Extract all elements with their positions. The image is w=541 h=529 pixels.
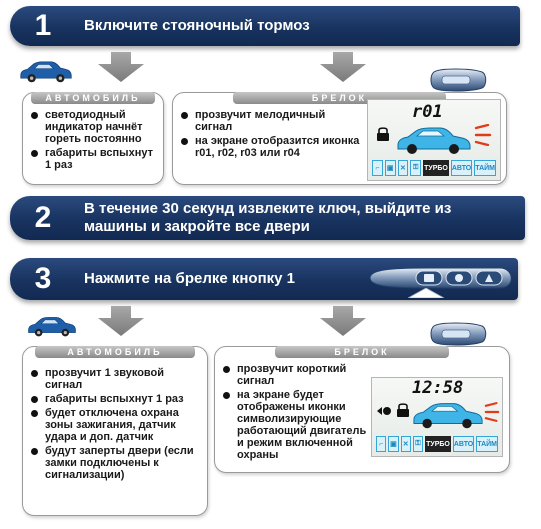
step-2-banner: 2 В течение 30 секунд извлеките ключ, вы…: [10, 196, 525, 240]
car-icon: [28, 317, 76, 337]
list-item: на экране отобразится иконка r01, r02, r…: [179, 135, 364, 159]
list-item: будет отключена охрана зоны зажигания, д…: [29, 407, 201, 443]
list-item: прозвучит 1 звуковой сигнал: [29, 367, 201, 391]
mute-icon: ✕: [400, 436, 411, 452]
fob-status-list: прозвучит короткий сигнал на экране буде…: [221, 363, 367, 463]
car-panel-1: АВТОМОБИЛЬ светодиодный индикатор начнёт…: [22, 92, 164, 185]
turbo-icon: ТУРБО: [425, 436, 451, 452]
fob-panel-3: БРЕЛОК прозвучит короткий сигнал на экра…: [214, 346, 510, 473]
car-icon: [20, 61, 72, 83]
car-status-list: прозвучит 1 звуковой сигнал габариты всп…: [29, 367, 201, 483]
list-item: светодиодный индикатор начнёт гореть пос…: [29, 109, 159, 145]
turbo-icon: ТУРБО: [423, 160, 449, 176]
key-icon: ⚿: [412, 436, 424, 452]
engine-running-icon: [377, 407, 391, 415]
lcd-icon-row: ⌐ ▣ ✕ ⚿ ТУРБО АВТО ТАЙМ: [376, 436, 498, 452]
car-panel-title: АВТОМОБИЛЬ: [35, 346, 195, 358]
fob-panel-title: БРЕЛОК: [275, 346, 449, 358]
arrow-down-icon: [320, 52, 366, 82]
timer-icon: ТАЙМ: [476, 436, 498, 452]
press-arrow-icon: [408, 288, 444, 298]
lcd-display-text: 12:58: [412, 378, 464, 398]
list-item: габариты вспыхнут 1 раз: [29, 147, 159, 171]
lock-status-icon: ⌐: [372, 160, 383, 176]
key-fob-icon: [430, 322, 487, 346]
step-3-text: Нажмите на брелке кнопку 1: [84, 270, 296, 287]
step-1-number: 1: [34, 9, 52, 42]
arrow-down-icon: [98, 52, 144, 82]
fob-lcd-screen: r01 ⌐ ▣ ✕ ⚿ ТУРБО АВТО ТАЙМ: [367, 99, 501, 181]
car-status-list: светодиодный индикатор начнёт гореть пос…: [29, 109, 159, 173]
lock-icon: [397, 403, 409, 417]
arrow-down-icon: [98, 306, 144, 336]
alarm-signal-icon: [474, 124, 492, 146]
lock-icon: [377, 127, 389, 141]
key-fob-button-icon: [369, 267, 512, 289]
list-item: будут заперты двери (если замки подключе…: [29, 445, 201, 481]
key-fob-icon: [430, 68, 487, 92]
list-item: прозвучит мелодичный сигнал: [179, 109, 364, 133]
step-1-banner: 1 Включите стояночный тормоз: [10, 6, 520, 46]
car-panel-3: АВТОМОБИЛЬ прозвучит 1 звуковой сигнал г…: [22, 346, 208, 516]
fob-status-list: прозвучит мелодичный сигнал на экране от…: [179, 109, 364, 161]
step-1-text: Включите стояночный тормоз: [84, 17, 310, 34]
alarm-signal-icon: [484, 402, 500, 422]
mute-icon: ✕: [397, 160, 409, 176]
key-icon: ⚿: [410, 160, 422, 176]
list-item: на экране будет отображены иконки символ…: [221, 389, 367, 461]
auto-icon: АВТО: [450, 160, 473, 176]
car-panel-title: АВТОМОБИЛЬ: [31, 92, 155, 104]
timer-icon: ТАЙМ: [474, 160, 496, 176]
step-2-text: В течение 30 секунд извлеките ключ, выйд…: [84, 200, 452, 235]
car-display-icon: [397, 127, 471, 155]
lcd-icon-row: ⌐ ▣ ✕ ⚿ ТУРБО АВТО ТАЙМ: [372, 160, 496, 176]
list-item: габариты вспыхнут 1 раз: [29, 393, 201, 405]
arrow-down-icon: [320, 306, 366, 336]
lock-icon: ▣: [388, 436, 399, 452]
list-item: прозвучит короткий сигнал: [221, 363, 367, 387]
fob-panel-1: БРЕЛОК прозвучит мелодичный сигнал на эк…: [172, 92, 507, 185]
lcd-display-text: r01: [412, 102, 443, 122]
step-3-number: 3: [34, 262, 52, 295]
lock-icon: ▣: [384, 160, 396, 176]
step-2-number: 2: [34, 201, 52, 234]
lock-status-icon: ⌐: [376, 436, 387, 452]
auto-icon: АВТО: [452, 436, 475, 452]
fob-lcd-screen: 12:58 ⌐ ▣ ✕ ⚿ ТУРБО АВТО ТАЙМ: [371, 377, 503, 457]
car-display-icon: [413, 403, 483, 429]
